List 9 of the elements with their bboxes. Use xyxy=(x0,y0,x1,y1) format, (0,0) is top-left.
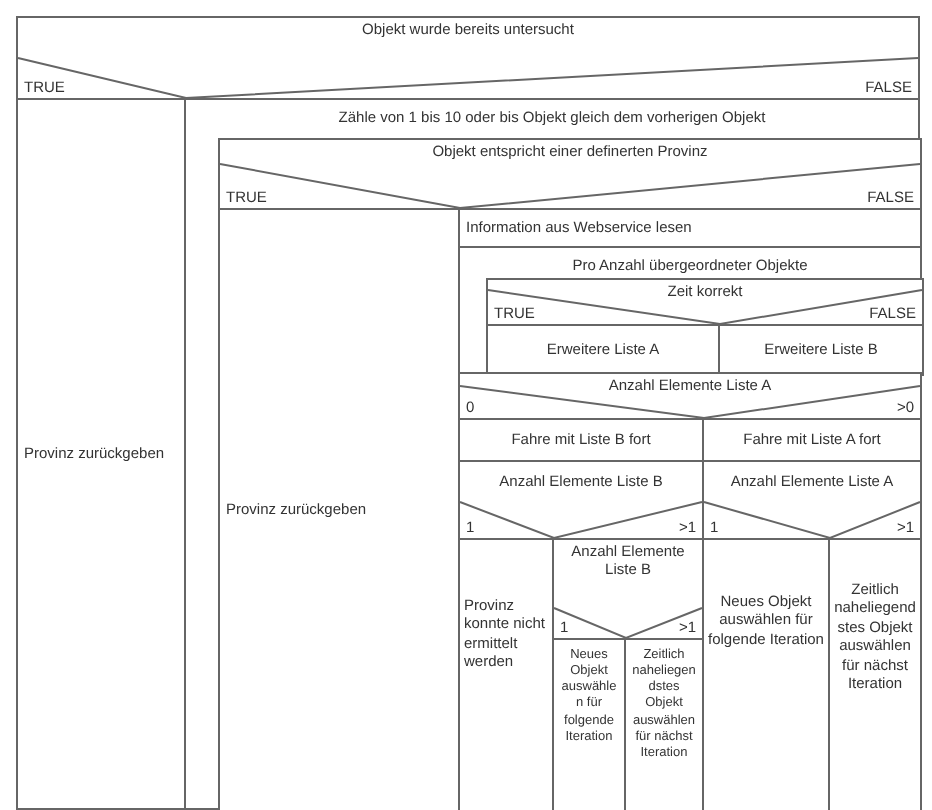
decision-block xyxy=(486,278,924,326)
decision-block xyxy=(702,460,922,540)
process-block xyxy=(16,98,186,810)
loop-block xyxy=(184,98,920,810)
decision-block xyxy=(458,372,922,420)
process-block xyxy=(218,208,460,810)
process-block xyxy=(828,538,922,810)
decision-block xyxy=(218,138,922,210)
decision-block xyxy=(16,16,920,100)
